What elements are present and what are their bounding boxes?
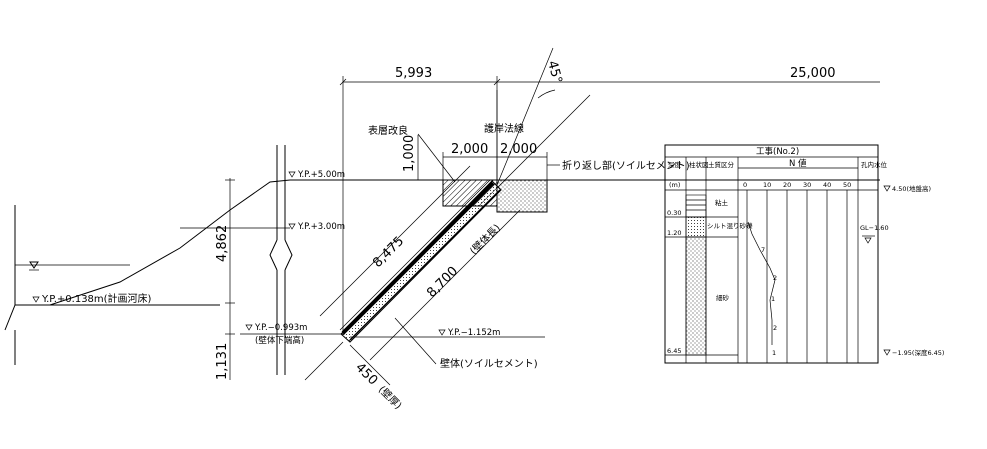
n-tick-label: 50 bbox=[843, 181, 851, 189]
revetment-line-label: 護岸法線 bbox=[484, 122, 524, 135]
n-value-ticks: 0 10 20 30 40 50 bbox=[743, 181, 851, 363]
yp-river-label: Y.P.+0.138m(計画河床) bbox=[41, 292, 152, 305]
width-left-dimension: 2,000 bbox=[451, 142, 488, 157]
n-tick-label: 10 bbox=[763, 181, 771, 189]
wall-length-note: (壁体長) bbox=[467, 221, 503, 257]
n-tick-label: 40 bbox=[823, 181, 831, 189]
revetment-line: 護岸法線 bbox=[484, 90, 524, 180]
surface-improvement: 表層改良 bbox=[368, 124, 498, 207]
depth-label-2: 1.20 bbox=[667, 229, 681, 237]
dimension-right: 25,000 bbox=[790, 66, 836, 81]
thickness-dimension: 450 bbox=[352, 360, 380, 388]
top-dimensions: 5,993 25,000 2,000 2,000 bbox=[339, 66, 880, 335]
yp-base-note: (壁体下端高) bbox=[255, 335, 304, 346]
header-soil: 土質区分 bbox=[708, 160, 735, 169]
vertical-dimensions: 4,862 1,131 1,000 bbox=[215, 135, 419, 380]
inclined-wall: 壁体(ソイルセメント) bbox=[339, 179, 538, 370]
depth-label-1: 0.30 bbox=[667, 209, 681, 217]
dimension-left: 5,993 bbox=[395, 66, 432, 81]
height-dimension: 4,862 bbox=[215, 225, 230, 262]
thickness-note: (壁厚) bbox=[376, 383, 405, 412]
slope-length-dimension: 8,475 bbox=[370, 234, 407, 271]
width-right-dimension: 2,000 bbox=[500, 142, 537, 157]
wall-label: 壁体(ソイルセメント) bbox=[440, 357, 538, 370]
n-tick-label: 20 bbox=[783, 181, 791, 189]
n-value-5: 1 bbox=[772, 349, 776, 357]
yp-mid-label: Y.P.+3.00m bbox=[297, 222, 345, 232]
angle-label: 45° bbox=[544, 59, 564, 85]
bottom-dimension: 1,131 bbox=[215, 343, 230, 380]
n-value-3: 1 bbox=[771, 295, 775, 303]
surface-improvement-label: 表層改良 bbox=[368, 124, 408, 137]
right-note-1: 4.50(地盤高) bbox=[892, 184, 931, 193]
header-water: 孔内水位 bbox=[861, 160, 888, 169]
yp-top-label: Y.P.+5.00m bbox=[297, 170, 345, 180]
header-depth: 深度 bbox=[668, 160, 682, 169]
n-value-1: 7 bbox=[761, 246, 765, 254]
header-n-value: N 値 bbox=[789, 158, 807, 169]
n-tick-label: 0 bbox=[743, 181, 747, 189]
yp-base-label: Y.P.−0.993m bbox=[254, 323, 307, 333]
wall-length-dimension: 8,700 bbox=[424, 264, 461, 301]
level-labels: Y.P.+5.00m Y.P.+3.00m Y.P.+0.138m(計画河床) … bbox=[32, 170, 545, 346]
n-tick-label: 30 bbox=[803, 181, 811, 189]
header-column: 柱状図 bbox=[689, 160, 709, 169]
soil-layer-3: 細砂 bbox=[716, 293, 730, 302]
n-value-2: 2 bbox=[773, 274, 777, 282]
depth-label-3: 6.45 bbox=[667, 347, 681, 355]
boring-right-notes: 4.50(地盤高) GL−1.60 −1.95(深度6.45) bbox=[860, 184, 944, 357]
header-unit: (m) bbox=[669, 181, 680, 189]
boring-title: 工事(No.2) bbox=[756, 146, 799, 157]
foldback-block: 折り返し部(ソイルセメント) bbox=[496, 159, 690, 213]
right-note-2: GL−1.60 bbox=[860, 224, 889, 232]
boring-log: 工事(No.2) 深度 (m) 柱状図 土質区分 N 値 孔内水位 0 10 20 3… bbox=[664, 144, 888, 364]
soil-layer-2: シルト混り砂礫 bbox=[707, 221, 753, 230]
n-value-4: 2 bbox=[773, 324, 777, 332]
soil-layer-1: 粘土 bbox=[715, 198, 729, 207]
angle-marker: 45° bbox=[496, 47, 591, 189]
htop-dimension: 1,000 bbox=[402, 135, 417, 172]
yp-low-label: Y.P.−1.152m bbox=[447, 328, 500, 338]
foldback-label: 折り返し部(ソイルセメント) bbox=[562, 159, 690, 172]
water-level-icon bbox=[29, 261, 39, 271]
right-note-3: −1.95(深度6.45) bbox=[892, 348, 944, 357]
